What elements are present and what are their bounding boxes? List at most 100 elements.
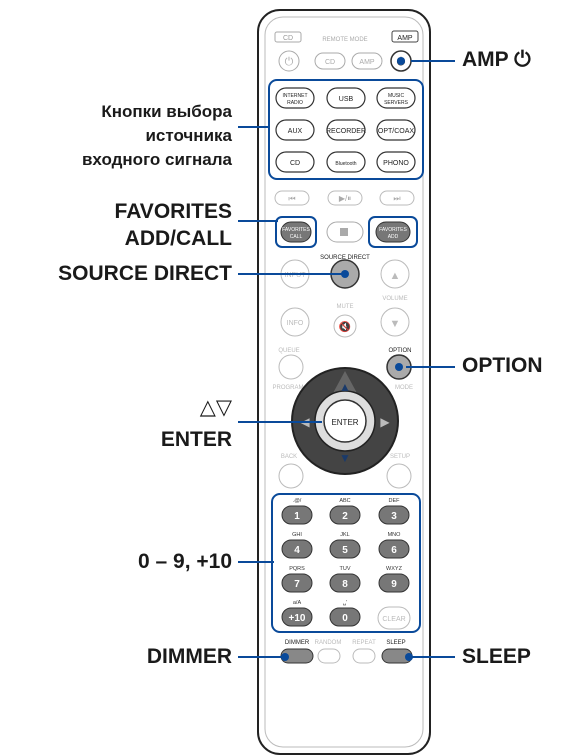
svg-text:4: 4 bbox=[294, 545, 300, 556]
svg-text:MUSIC: MUSIC bbox=[388, 93, 405, 99]
source-button bbox=[275, 87, 315, 109]
number-key bbox=[281, 607, 313, 627]
svg-text:2: 2 bbox=[342, 511, 348, 522]
callout-amp: AMP ⏻ bbox=[462, 48, 531, 71]
source-button bbox=[326, 119, 366, 141]
svg-text:7: 7 bbox=[294, 579, 300, 590]
callout-arrows: △▽ bbox=[199, 396, 232, 419]
down-arrow-icon: ▼ bbox=[339, 451, 351, 465]
svg-text:⏮: ⏮ bbox=[288, 194, 295, 203]
source-button bbox=[376, 119, 416, 141]
svg-text:GHI: GHI bbox=[292, 532, 302, 538]
callout-sleep: SLEEP bbox=[462, 645, 531, 668]
svg-text:CLEAR: CLEAR bbox=[382, 616, 405, 623]
svg-text:6: 6 bbox=[391, 545, 397, 556]
svg-text:5: 5 bbox=[342, 545, 348, 556]
svg-text:USB: USB bbox=[339, 96, 354, 103]
favorites-box bbox=[275, 216, 317, 248]
svg-text:ABC: ABC bbox=[339, 498, 350, 504]
svg-text:TUV: TUV bbox=[340, 566, 351, 572]
svg-text:DIMMER: DIMMER bbox=[285, 640, 310, 646]
svg-text:WXYZ: WXYZ bbox=[386, 566, 403, 572]
svg-text:DEF: DEF bbox=[389, 498, 401, 504]
svg-text:QUEUE: QUEUE bbox=[278, 348, 299, 354]
right-arrow-icon: ▶ bbox=[380, 415, 390, 429]
svg-text:AUX: AUX bbox=[288, 128, 303, 135]
svg-text:▲: ▲ bbox=[390, 270, 401, 282]
svg-text:VOLUME: VOLUME bbox=[382, 296, 407, 302]
tag-cd: CD bbox=[283, 35, 293, 42]
number-key bbox=[329, 505, 361, 525]
number-key bbox=[329, 607, 361, 627]
svg-text:MODE: MODE bbox=[395, 385, 413, 391]
callout-source-direct: SOURCE DIRECT bbox=[58, 262, 232, 285]
power-icon-cd: ⏻ bbox=[285, 56, 294, 68]
svg-text:ADD: ADD bbox=[388, 234, 399, 240]
source-button bbox=[326, 151, 366, 173]
callout-numbers: 0 – 9, +10 bbox=[138, 550, 232, 573]
svg-text:CALL: CALL bbox=[290, 234, 303, 240]
number-key bbox=[378, 573, 410, 593]
svg-text:3: 3 bbox=[391, 511, 397, 522]
svg-text:FAVORITES: FAVORITES bbox=[282, 227, 310, 233]
svg-text:OPT/COAX: OPT/COAX bbox=[378, 128, 415, 135]
svg-text:OPTION: OPTION bbox=[388, 348, 411, 354]
transport-row: ⏮ ▶/⏸ ⏭ bbox=[274, 190, 415, 206]
svg-text:␣': ␣' bbox=[343, 600, 348, 606]
remote-mode-label: REMOTE MODE bbox=[322, 37, 367, 43]
up-arrow-icon: ▲ bbox=[339, 380, 351, 394]
number-key bbox=[378, 505, 410, 525]
svg-text:SOURCE DIRECT: SOURCE DIRECT bbox=[320, 255, 370, 261]
source-button bbox=[275, 119, 315, 141]
number-key bbox=[329, 573, 361, 593]
source-select-box bbox=[268, 79, 424, 180]
svg-text:RANDOM: RANDOM bbox=[315, 640, 342, 646]
source-button bbox=[376, 151, 416, 173]
svg-text:9: 9 bbox=[391, 579, 397, 590]
source-button bbox=[326, 87, 366, 109]
svg-text:1: 1 bbox=[294, 511, 300, 522]
svg-text:+10: +10 bbox=[289, 613, 306, 624]
svg-text:SERVERS: SERVERS bbox=[384, 100, 408, 106]
svg-text:INTERNET: INTERNET bbox=[283, 93, 308, 99]
svg-text:MUTE: MUTE bbox=[337, 304, 354, 310]
svg-text:a/A: a/A bbox=[293, 600, 302, 606]
svg-text:⏭: ⏭ bbox=[393, 194, 400, 203]
svg-text:ENTER: ENTER bbox=[331, 418, 358, 427]
svg-text:SETUP: SETUP bbox=[390, 454, 410, 460]
svg-text:8: 8 bbox=[342, 579, 348, 590]
number-key bbox=[281, 573, 313, 593]
svg-text:Bluetooth: Bluetooth bbox=[335, 161, 356, 167]
source-button bbox=[275, 151, 315, 173]
callout-enter: ENTER bbox=[160, 428, 232, 451]
svg-text:PROGRAM: PROGRAM bbox=[272, 385, 303, 391]
svg-text:RECORDER: RECORDER bbox=[326, 128, 366, 135]
callout-dimmer: DIMMER bbox=[146, 645, 232, 668]
number-key bbox=[281, 539, 313, 559]
svg-text:0: 0 bbox=[342, 613, 348, 624]
svg-text:PHONO: PHONO bbox=[383, 160, 409, 167]
svg-text:PQRS: PQRS bbox=[289, 566, 305, 572]
svg-text:▶/⏸: ▶/⏸ bbox=[339, 194, 351, 203]
svg-text:BACK: BACK bbox=[281, 454, 297, 460]
callout-source-select: Кнопки выбора источника входного сигнала bbox=[81, 102, 232, 169]
source-button bbox=[376, 87, 416, 109]
svg-text:.@/: .@/ bbox=[293, 498, 302, 504]
svg-text:REPEAT: REPEAT bbox=[352, 640, 376, 646]
svg-text:🔇: 🔇 bbox=[339, 320, 351, 333]
svg-text:▼: ▼ bbox=[390, 318, 401, 330]
svg-text:MNO: MNO bbox=[388, 532, 402, 538]
svg-text:AMP: AMP bbox=[359, 59, 375, 66]
svg-text:JKL: JKL bbox=[340, 532, 349, 538]
number-key bbox=[281, 505, 313, 525]
callout-favorites: FAVORITES ADD/CALL bbox=[114, 200, 232, 250]
number-pad-box bbox=[271, 493, 421, 633]
svg-text:CD: CD bbox=[290, 160, 300, 167]
callout-option: OPTION bbox=[462, 354, 543, 377]
number-key bbox=[329, 539, 361, 559]
svg-text:CD: CD bbox=[325, 59, 335, 66]
svg-text:INFO: INFO bbox=[287, 320, 304, 327]
enter-button bbox=[323, 399, 367, 443]
